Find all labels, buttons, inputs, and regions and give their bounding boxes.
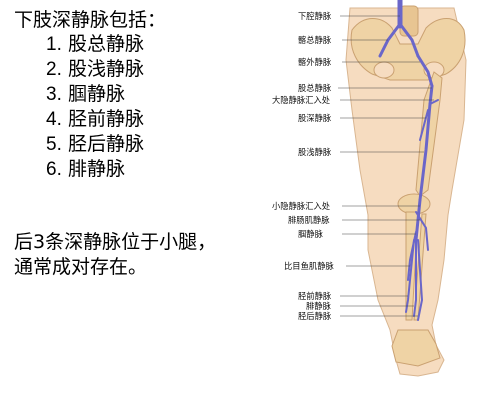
femur-bone — [415, 71, 443, 197]
label-popliteal-vein: 腘静脉 — [298, 229, 323, 239]
label-external-iliac-vein: 髂外静脉 — [298, 57, 332, 67]
list-item: 3. 腘静脉 — [14, 82, 264, 107]
label-common-femoral-vein: 股总静脉 — [298, 83, 332, 93]
obturator-foramen — [373, 61, 395, 79]
item-number: 1. — [46, 34, 62, 55]
label-superficial-femoral-vein: 股浅静脉 — [298, 147, 332, 157]
label-gastrocnemius-vein: 腓肠肌静脉 — [288, 215, 330, 225]
item-number: 4. — [46, 109, 62, 130]
anatomy-illustration — [338, 0, 467, 377]
label-posterior-tibial-vein: 胫后静脉 — [298, 311, 332, 321]
vein-list: 1. 股总静脉 2. 股浅静脉 3. 腘静脉 4. 胫前静脉 5. 胫后静脉 6. 腓静脉 — [14, 32, 264, 182]
label-anterior-tibial-vein: 胫前静脉 — [298, 291, 332, 301]
leg-vein-figure: 下腔静脉 髂总静脉 髂外静脉 股总静脉 大隐静脉汇入处 股深静脉 股浅静脉 小隐… — [268, 0, 479, 404]
note-paragraph: 后3条深静脉位于小腿，通常成对存在。 — [14, 231, 217, 278]
list-item: 1. 股总静脉 — [14, 32, 264, 57]
list-item: 4. 胫前静脉 — [14, 107, 264, 132]
label-deep-femoral-vein: 股深静脉 — [298, 113, 332, 123]
item-text: 腘静脉 — [68, 83, 126, 105]
label-common-iliac-vein: 髂总静脉 — [298, 35, 332, 45]
peroneal-vein — [413, 239, 417, 317]
posterior-tibial-vein — [417, 239, 424, 321]
spine — [399, 5, 419, 37]
label-peroneal-vein: 腓静脉 — [306, 301, 331, 311]
common-femoral-vein — [428, 84, 434, 106]
deep-femoral-vein — [419, 109, 429, 141]
item-text: 腓静脉 — [68, 158, 126, 180]
list-item: 2. 股浅静脉 — [14, 57, 264, 82]
anterior-tibial-vein — [405, 239, 415, 313]
list-heading: 下肢深静脉包括： — [14, 9, 167, 31]
item-text: 胫前静脉 — [68, 108, 145, 130]
item-number: 5. — [46, 134, 62, 155]
list-item: 6. 腓静脉 — [14, 157, 264, 182]
label-soleal-vein: 比目鱼肌静脉 — [284, 261, 334, 271]
item-text: 股浅静脉 — [68, 58, 145, 80]
veins — [378, 0, 439, 321]
text-panel: 下肢深静脉包括： 1. 股总静脉 2. 股浅静脉 3. 腘静脉 4. 胫前静脉 5. 胫后… — [14, 8, 264, 182]
gastrocnemius-vein — [415, 211, 429, 251]
list-item: 5. 胫后静脉 — [14, 132, 264, 157]
item-number: 6. — [46, 159, 62, 180]
item-text: 股总静脉 — [68, 33, 145, 55]
item-number: 3. — [46, 84, 62, 105]
knee-joint — [397, 193, 431, 215]
common-iliac-vein-left — [398, 22, 420, 58]
item-number: 2. — [46, 59, 62, 80]
item-text: 胫后静脉 — [68, 133, 145, 155]
label-saphenous-junction: 大隐静脉汇入处 — [272, 95, 331, 105]
label-inferior-vena-cava: 下腔静脉 — [298, 11, 332, 21]
label-small-saphenous-junction: 小隐静脉汇入处 — [272, 201, 331, 211]
external-iliac-vein — [416, 54, 434, 88]
foot — [391, 329, 441, 367]
superficial-femoral-vein — [418, 102, 432, 202]
leader-lines — [338, 15, 434, 317]
